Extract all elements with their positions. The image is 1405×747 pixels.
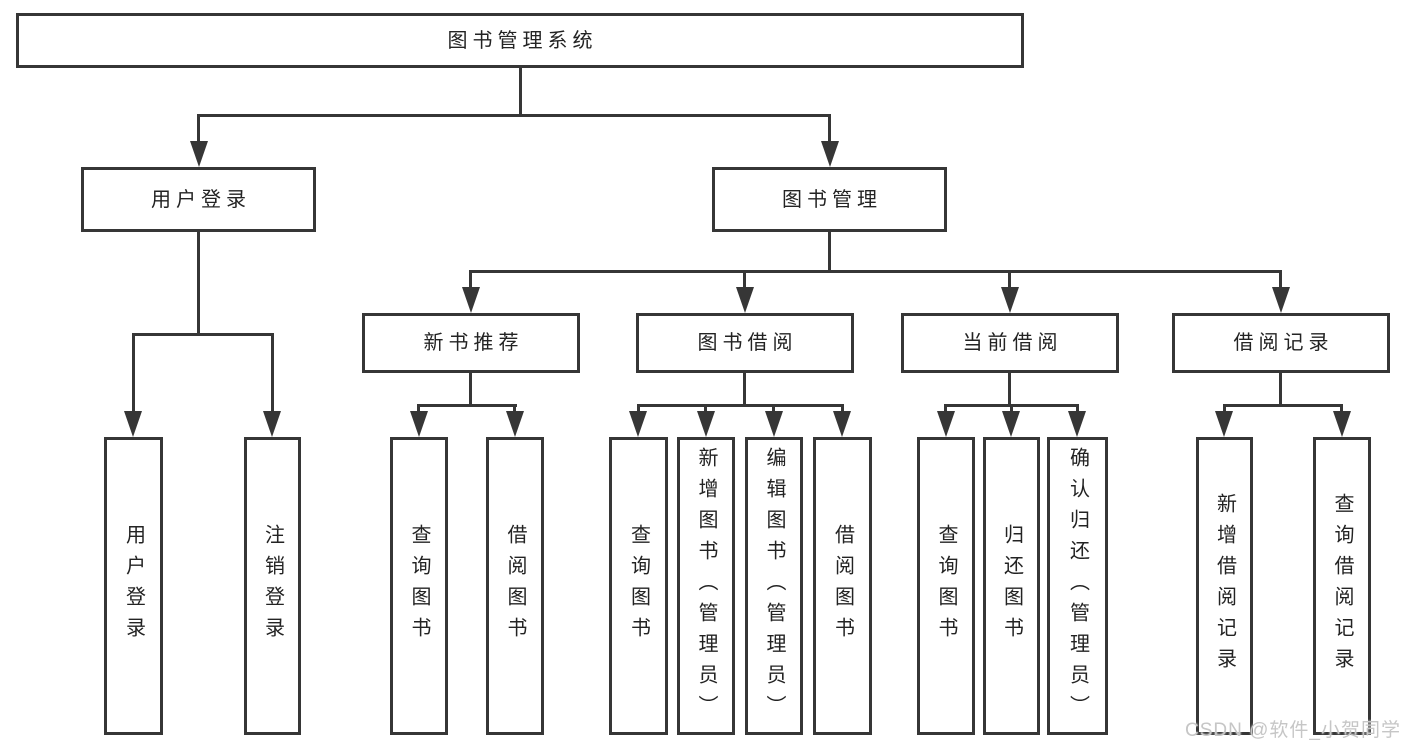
connector-line [417, 404, 420, 414]
node-label: 借阅图书 [504, 524, 526, 648]
arrow-down-icon [1001, 287, 1019, 313]
arrow-down-icon [697, 411, 715, 437]
connector-line [637, 404, 844, 407]
connector-line [198, 114, 831, 117]
leaf-query-books: 查询图书 [609, 437, 668, 735]
node-label: 借阅记录 [1233, 332, 1334, 354]
node-book-borrowing: 图书借阅 [636, 313, 854, 373]
connector-line [1008, 270, 1011, 290]
connector-line [469, 270, 472, 290]
connector-line [418, 404, 517, 407]
connector-line [1008, 373, 1011, 407]
node-label: 确认归还（管理员） [1066, 446, 1089, 726]
connector-line [637, 404, 640, 414]
connector-line [469, 373, 472, 407]
node-label: 新书推荐 [423, 332, 524, 354]
leaf-logout: 注销登录 [244, 437, 301, 735]
node-label: 用户登录 [122, 524, 145, 648]
arrow-down-icon [629, 411, 647, 437]
connector-line [828, 232, 831, 273]
node-library-system: 图书管理系统 [16, 13, 1024, 68]
node-label: 查询图书 [627, 524, 650, 648]
arrow-down-icon [833, 411, 851, 437]
connector-line [1279, 373, 1282, 407]
connector-line [828, 114, 831, 144]
leaf-user-login: 用户登录 [104, 437, 163, 735]
connector-line [271, 333, 274, 413]
connector-line [841, 404, 844, 414]
node-label: 查询图书 [408, 524, 430, 648]
leaf-add-borrow-record: 新增借阅记录 [1196, 437, 1253, 735]
leaf-return-books: 归还图书 [983, 437, 1040, 735]
connector-line [197, 232, 200, 336]
arrow-down-icon [937, 411, 955, 437]
connector-line [743, 270, 746, 290]
node-current-borrowing: 当前借阅 [901, 313, 1119, 373]
node-book-management: 图书管理 [712, 167, 947, 232]
arrow-down-icon [410, 411, 428, 437]
arrow-down-icon [462, 287, 480, 313]
connector-line [704, 404, 707, 414]
connector-line [519, 68, 522, 117]
arrow-down-icon [1333, 411, 1351, 437]
leaf-query-books: 查询图书 [390, 437, 448, 735]
leaf-edit-books-admin: 编辑图书（管理员） [745, 437, 803, 735]
connector-line [772, 404, 775, 414]
arrow-down-icon [1002, 411, 1020, 437]
node-label: 新增借阅记录 [1213, 493, 1236, 679]
leaf-borrow-books: 借阅图书 [486, 437, 544, 735]
leaf-add-books-admin: 新增图书（管理员） [677, 437, 735, 735]
connector-line [944, 404, 947, 414]
arrow-down-icon [263, 411, 281, 437]
leaf-query-borrow-record: 查询借阅记录 [1313, 437, 1371, 735]
connector-line [1279, 270, 1282, 290]
connector-line [1076, 404, 1079, 414]
node-label: 新增图书（管理员） [695, 446, 717, 726]
node-user-login: 用户登录 [81, 167, 316, 232]
node-label: 注销登录 [261, 524, 284, 648]
arrow-down-icon [736, 287, 754, 313]
connector-line [197, 114, 200, 144]
node-new-book-recommend: 新书推荐 [362, 313, 580, 373]
node-label: 图书管理系统 [447, 29, 598, 52]
leaf-query-books: 查询图书 [917, 437, 975, 735]
connector-line [470, 270, 1282, 273]
leaf-confirm-return-admin: 确认归还（管理员） [1047, 437, 1108, 735]
node-label: 归还图书 [1000, 524, 1023, 648]
csdn-watermark: CSDN @软件_小贺同学 [1185, 720, 1401, 741]
connector-line [1340, 404, 1343, 414]
connector-line [132, 333, 135, 413]
arrow-down-icon [190, 141, 208, 167]
arrow-down-icon [506, 411, 524, 437]
node-borrow-records: 借阅记录 [1172, 313, 1390, 373]
arrow-down-icon [821, 141, 839, 167]
connector-line [1223, 404, 1226, 414]
connector-line [1223, 404, 1343, 407]
connector-line [132, 333, 273, 336]
connector-line [743, 373, 746, 407]
arrow-down-icon [1068, 411, 1086, 437]
arrow-down-icon [765, 411, 783, 437]
leaf-borrow-books: 借阅图书 [813, 437, 872, 735]
node-label: 查询借阅记录 [1331, 493, 1353, 679]
connector-line [513, 404, 516, 414]
node-label: 查询图书 [935, 524, 957, 648]
node-label: 借阅图书 [831, 524, 854, 648]
node-label: 图书管理 [782, 188, 882, 211]
node-label: 编辑图书（管理员） [763, 446, 785, 726]
node-label: 图书借阅 [697, 332, 798, 354]
connector-line [1010, 404, 1013, 414]
node-label: 用户登录 [151, 188, 251, 211]
arrow-down-icon [1272, 287, 1290, 313]
node-label: 当前借阅 [962, 332, 1063, 354]
arrow-down-icon [1215, 411, 1233, 437]
arrow-down-icon [124, 411, 142, 437]
